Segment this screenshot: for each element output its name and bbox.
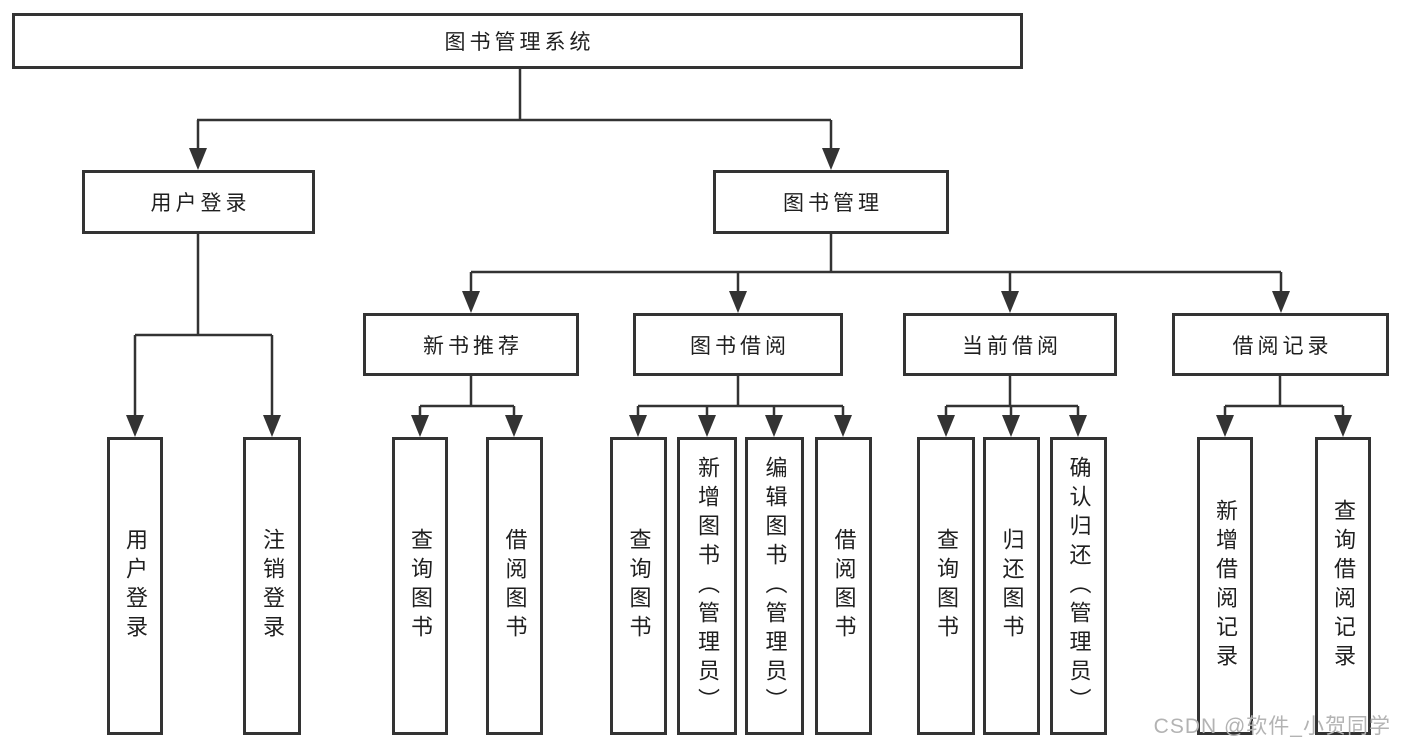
node-return-books-label: 归还图书 bbox=[999, 528, 1025, 644]
node-borrow-books-1: 借阅图书 bbox=[486, 437, 543, 735]
node-borrow-books-2-label: 借阅图书 bbox=[831, 528, 857, 644]
node-query-borrow-record-label: 查询借阅记录 bbox=[1331, 499, 1356, 673]
node-confirm-return-admin: 确认归还（管理员） bbox=[1050, 437, 1107, 735]
node-add-borrow-record-label: 新增借阅记录 bbox=[1213, 499, 1238, 673]
node-logout-leaf-label: 注销登录 bbox=[260, 528, 285, 644]
node-user-login-leaf-label: 用户登录 bbox=[123, 528, 148, 644]
node-current-borrow: 当前借阅 bbox=[903, 313, 1117, 376]
node-add-borrow-record: 新增借阅记录 bbox=[1197, 437, 1253, 735]
node-borrow-books-2: 借阅图书 bbox=[815, 437, 872, 735]
csdn-watermark: CSDN @软件_小贺同学 bbox=[1153, 715, 1391, 738]
node-borrow-records: 借阅记录 bbox=[1172, 313, 1389, 376]
node-new-book-recommend: 新书推荐 bbox=[363, 313, 579, 376]
node-book-borrow: 图书借阅 bbox=[633, 313, 843, 376]
node-query-books-3-label: 查询图书 bbox=[934, 528, 959, 644]
node-book-management: 图书管理 bbox=[713, 170, 949, 234]
node-return-books: 归还图书 bbox=[983, 437, 1040, 735]
node-query-books-2-label: 查询图书 bbox=[626, 528, 652, 644]
node-edit-book-admin-label: 编辑图书（管理员） bbox=[762, 455, 788, 717]
node-root: 图书管理系统 bbox=[12, 13, 1023, 69]
node-add-book-admin-label: 新增图书（管理员） bbox=[695, 455, 720, 717]
node-user-login-leaf: 用户登录 bbox=[107, 437, 163, 735]
node-query-books-2: 查询图书 bbox=[610, 437, 667, 735]
node-query-books-1-label: 查询图书 bbox=[408, 528, 433, 644]
node-confirm-return-admin-label: 确认归还（管理员） bbox=[1066, 455, 1092, 717]
node-user-login: 用户登录 bbox=[82, 170, 315, 234]
node-query-borrow-record: 查询借阅记录 bbox=[1315, 437, 1371, 735]
arrowheads bbox=[126, 148, 1352, 437]
node-borrow-books-1-label: 借阅图书 bbox=[502, 528, 528, 644]
node-add-book-admin: 新增图书（管理员） bbox=[677, 437, 737, 735]
node-edit-book-admin: 编辑图书（管理员） bbox=[745, 437, 804, 735]
node-query-books-1: 查询图书 bbox=[392, 437, 448, 735]
node-logout-leaf: 注销登录 bbox=[243, 437, 301, 735]
node-query-books-3: 查询图书 bbox=[917, 437, 975, 735]
